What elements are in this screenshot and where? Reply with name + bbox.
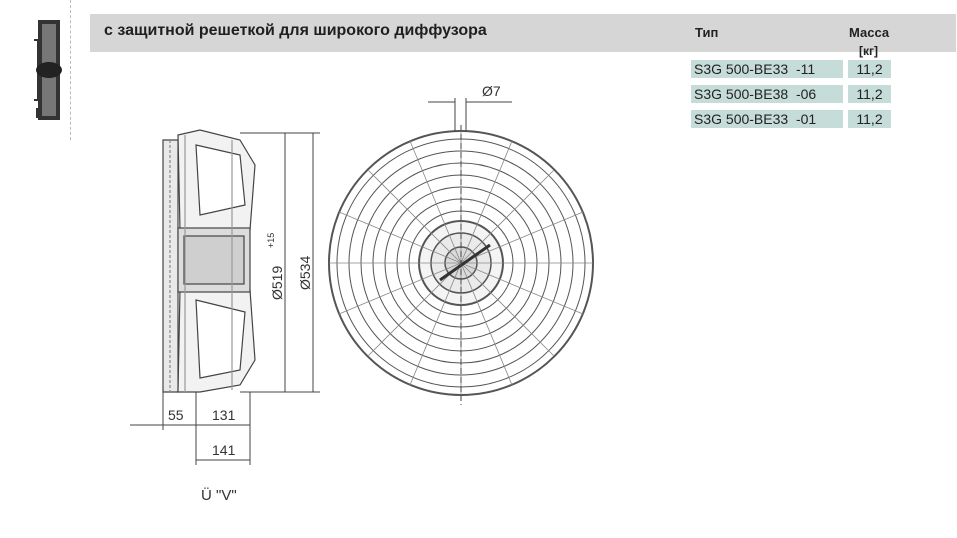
section-title: с защитной решеткой для широкого диффузо…: [104, 22, 487, 39]
drawing-caption: Ü "V": [201, 487, 237, 504]
mass-cell: 11,2: [848, 110, 891, 128]
dimension-depth-a: 55: [168, 407, 184, 423]
header-bar: [90, 14, 956, 52]
dimension-inner-tolerance: +15: [266, 233, 276, 248]
dimension-depth-c: 141: [212, 442, 236, 458]
mass-cell: 11,2: [848, 60, 891, 78]
column-header-mass: Масса: [849, 25, 890, 40]
dimension-inner-diameter: Ø519: [269, 266, 285, 300]
fan-technical-drawing: Ø519 +15 Ø534 55 131 141: [130, 83, 594, 465]
dimension-depth-b: 131: [212, 407, 236, 423]
dimension-outer-diameter: Ø534: [297, 256, 313, 290]
fan-thumbnail-icon: [34, 20, 62, 120]
column-header-type: Тип: [695, 25, 719, 40]
column-header-mass-unit: [кг]: [859, 44, 878, 58]
side-divider: [70, 0, 71, 140]
mass-cell: 11,2: [848, 85, 891, 103]
hole-dimension-lines: [428, 98, 512, 132]
dimension-hole: Ø7: [482, 83, 501, 99]
fan-front-view: [328, 125, 594, 405]
side-dimension-lines: [130, 132, 320, 465]
type-cell: S3G 500-BE38 -06: [691, 85, 843, 103]
type-cell: S3G 500-BE33 -01: [691, 110, 843, 128]
type-cell: S3G 500-BE33 -11: [691, 60, 843, 78]
fan-side-view: [162, 129, 256, 393]
